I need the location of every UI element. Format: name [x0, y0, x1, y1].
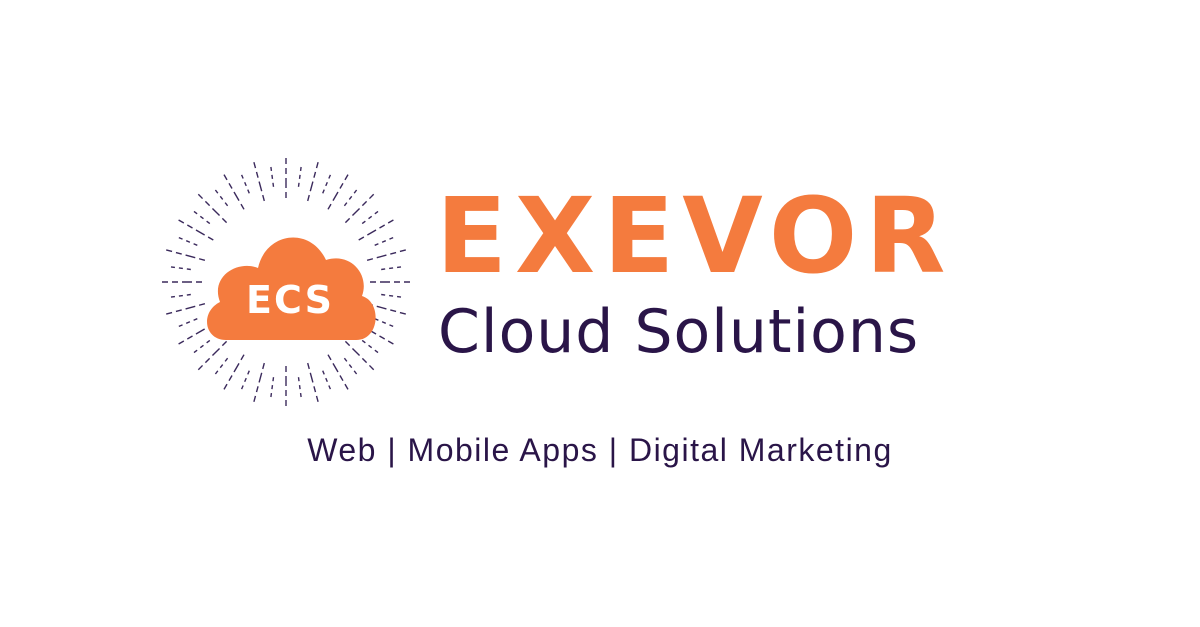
sunburst-ray: [253, 162, 265, 202]
sunburst-ray: [361, 210, 379, 225]
sunburst-ray: [178, 318, 198, 328]
sunburst-ray: [343, 357, 358, 375]
sunburst-ray: [381, 293, 402, 298]
logo-emblem: ECS: [160, 156, 412, 408]
sunburst-ray: [322, 370, 332, 390]
sunburst-ray: [270, 377, 275, 398]
sunburst-ray: [170, 266, 191, 271]
sunburst-ray: [253, 362, 265, 402]
sunburst-ray: [297, 166, 302, 187]
services-line: Web | Mobile Apps | Digital Marketing: [307, 432, 893, 468]
sunburst-ray: [381, 266, 402, 271]
cloud-shape: [207, 237, 376, 340]
sunburst-ray: [270, 166, 275, 187]
sunburst-rays: [162, 158, 410, 406]
sunburst-ray: [322, 174, 332, 194]
sunburst-ray: [214, 189, 229, 207]
sunburst-ray: [343, 189, 358, 207]
sunburst-ray: [240, 174, 250, 194]
sunburst-ray: [193, 210, 211, 225]
sunburst-ray: [166, 249, 206, 261]
brand-tagline: Cloud Solutions: [438, 297, 920, 367]
sunburst-ray: [297, 377, 302, 398]
sunburst-ray: [366, 249, 406, 261]
sunburst-ray: [361, 339, 379, 354]
cloud-sunburst-icon: ECS: [162, 158, 410, 406]
sunburst-ray: [240, 370, 250, 390]
sunburst-ray: [307, 162, 319, 202]
sunburst-ray: [374, 236, 394, 246]
sunburst-ray: [214, 357, 229, 375]
brand-name: EXEVOR: [436, 175, 954, 297]
sunburst-ray: [307, 362, 319, 402]
sunburst-ray: [374, 318, 394, 328]
sunburst-ray: [178, 236, 198, 246]
sunburst-ray: [170, 293, 191, 298]
sunburst-ray: [166, 303, 206, 315]
cloud-badge-text: ECS: [246, 278, 334, 322]
sunburst-ray: [193, 339, 211, 354]
